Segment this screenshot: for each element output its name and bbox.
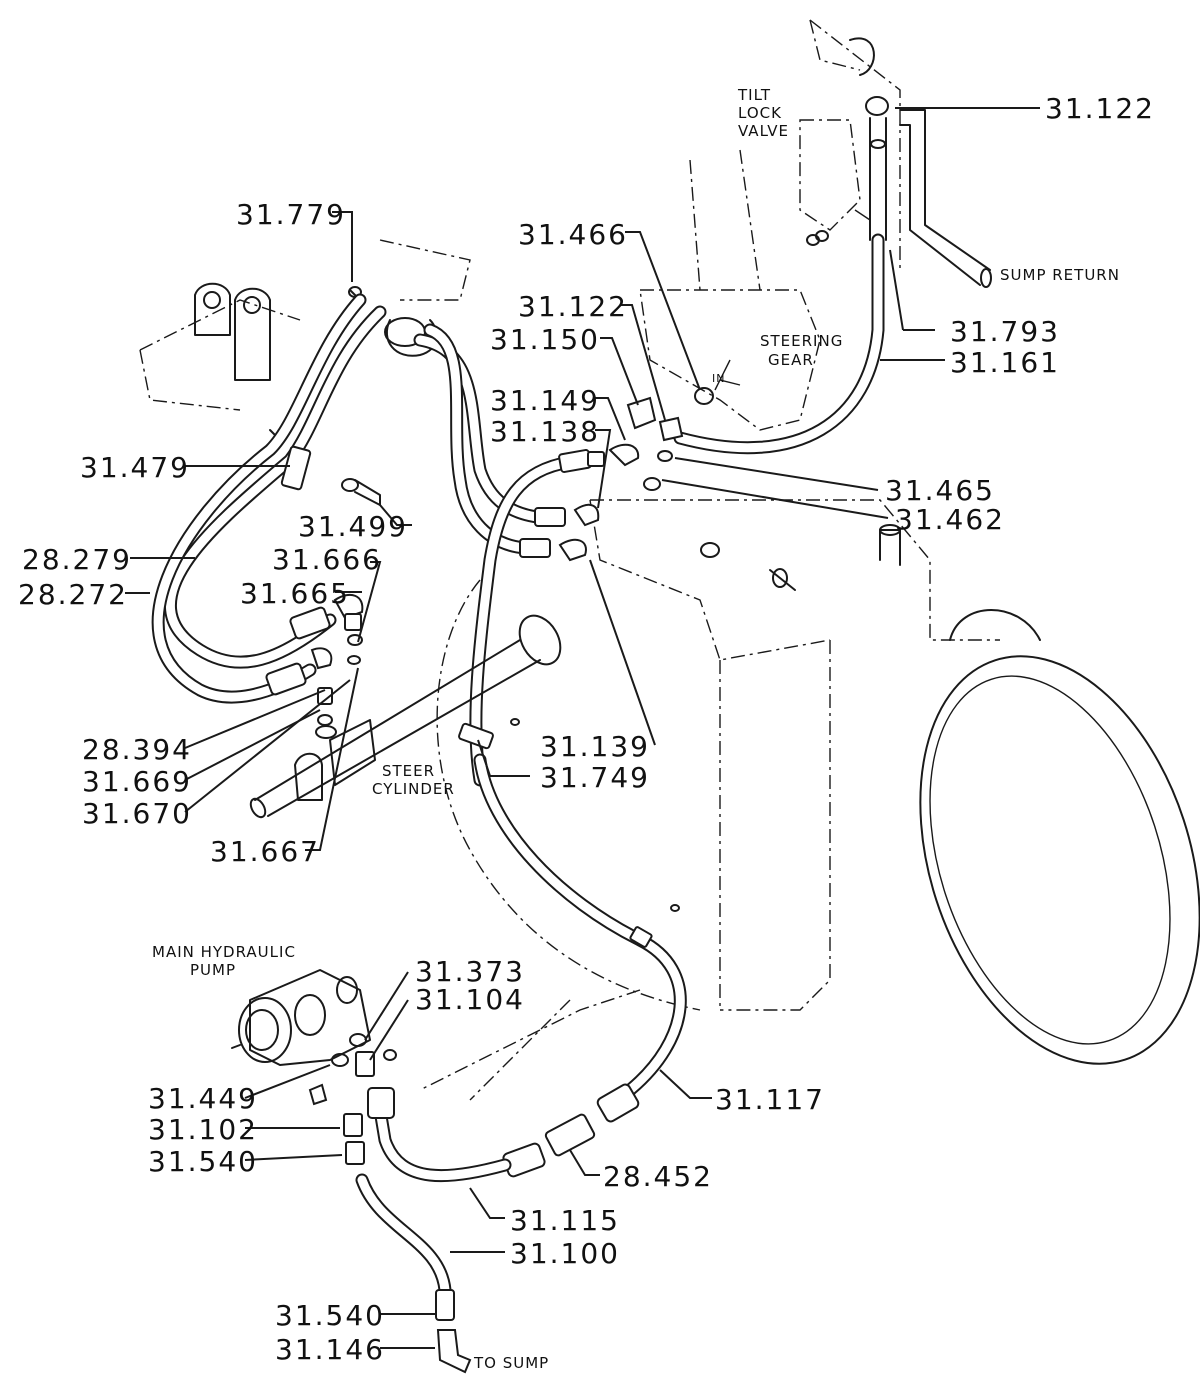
part-31-479: 31.479: [80, 451, 190, 484]
part-31-665: 31.665: [240, 577, 350, 610]
part-28-279: 28.279: [22, 543, 132, 576]
tilt-lock-valve-label-3: VALVE: [738, 122, 789, 140]
part-31-749: 31.749: [540, 761, 650, 794]
part-31-161: 31.161: [950, 346, 1060, 379]
part-31-793: 31.793: [950, 315, 1060, 348]
frame-bracket: [139, 239, 471, 506]
steering-gear-fittings: [519, 359, 741, 562]
main-hydraulic-pump: [231, 969, 397, 1165]
part-31-466: 31.466: [518, 218, 628, 251]
steering-column: [639, 19, 901, 431]
hose-31-161: [673, 233, 885, 455]
part-31-373: 31.373: [415, 955, 525, 988]
steer-cylinder-label-2: CYLINDER: [372, 780, 455, 798]
hose-31-100: [355, 1173, 472, 1374]
part-31-449: 31.449: [148, 1082, 258, 1115]
part-31-122-mid: 31.122: [518, 290, 628, 323]
sump-return-label: SUMP RETURN: [1000, 266, 1120, 284]
part-31-100: 31.100: [510, 1237, 620, 1270]
part-31-146: 31.146: [275, 1333, 385, 1366]
part-28-272: 28.272: [18, 578, 128, 611]
leader-lines: [125, 107, 1040, 1349]
part-28-452: 28.452: [603, 1160, 713, 1193]
part-31-138: 31.138: [490, 415, 600, 448]
part-31-499: 31.499: [298, 510, 408, 543]
filter-and-hose: [367, 1083, 640, 1183]
part-28-394: 28.394: [82, 733, 192, 766]
part-31-666: 31.666: [272, 543, 382, 576]
part-31-102: 31.102: [148, 1113, 258, 1146]
part-31-465: 31.465: [885, 474, 995, 507]
steer-cylinder: [249, 614, 562, 819]
part-31-669: 31.669: [82, 765, 192, 798]
steering-gear-label-1: STEERING: [760, 332, 843, 350]
sump-return-line: [899, 109, 992, 288]
part-31-122-top: 31.122: [1045, 92, 1155, 125]
hoses-to-steering-gear: [413, 323, 577, 787]
transmission-housing: [419, 499, 1200, 1101]
port-in-label: IN: [712, 372, 725, 385]
part-31-540-top: 31.540: [148, 1145, 258, 1178]
part-31-462: 31.462: [895, 503, 1005, 536]
tilt-lock-valve-label-1: TILT: [737, 86, 771, 104]
main-hydraulic-pump-label-2: PUMP: [190, 961, 236, 979]
part-31-117: 31.117: [715, 1083, 825, 1116]
part-31-115: 31.115: [510, 1204, 620, 1237]
to-sump-label: TO SUMP: [473, 1354, 549, 1372]
steering-gear-label-2: GEAR: [768, 351, 814, 369]
part-31-104: 31.104: [415, 983, 525, 1016]
part-31-540-bot: 31.540: [275, 1299, 385, 1332]
part-number-callouts: 31.122 31.779 31.466 31.122 31.150 31.79…: [18, 92, 1155, 1366]
part-31-139: 31.139: [540, 730, 650, 763]
hose-31-117: [458, 718, 687, 1097]
part-31-149: 31.149: [490, 384, 600, 417]
tilt-lock-valve-label-2: LOCK: [738, 104, 782, 122]
cylinder-fittings: [265, 593, 364, 726]
part-31-670: 31.670: [82, 797, 192, 830]
part-31-667: 31.667: [210, 835, 320, 868]
steer-cylinder-label-1: STEER: [382, 762, 435, 780]
part-31-150: 31.150: [490, 323, 600, 356]
part-31-779: 31.779: [236, 198, 346, 231]
main-hydraulic-pump-label-1: MAIN HYDRAULIC: [152, 943, 296, 961]
component-labels: TILT LOCK VALVE SUMP RETURN STEERING GEA…: [152, 86, 1120, 1372]
